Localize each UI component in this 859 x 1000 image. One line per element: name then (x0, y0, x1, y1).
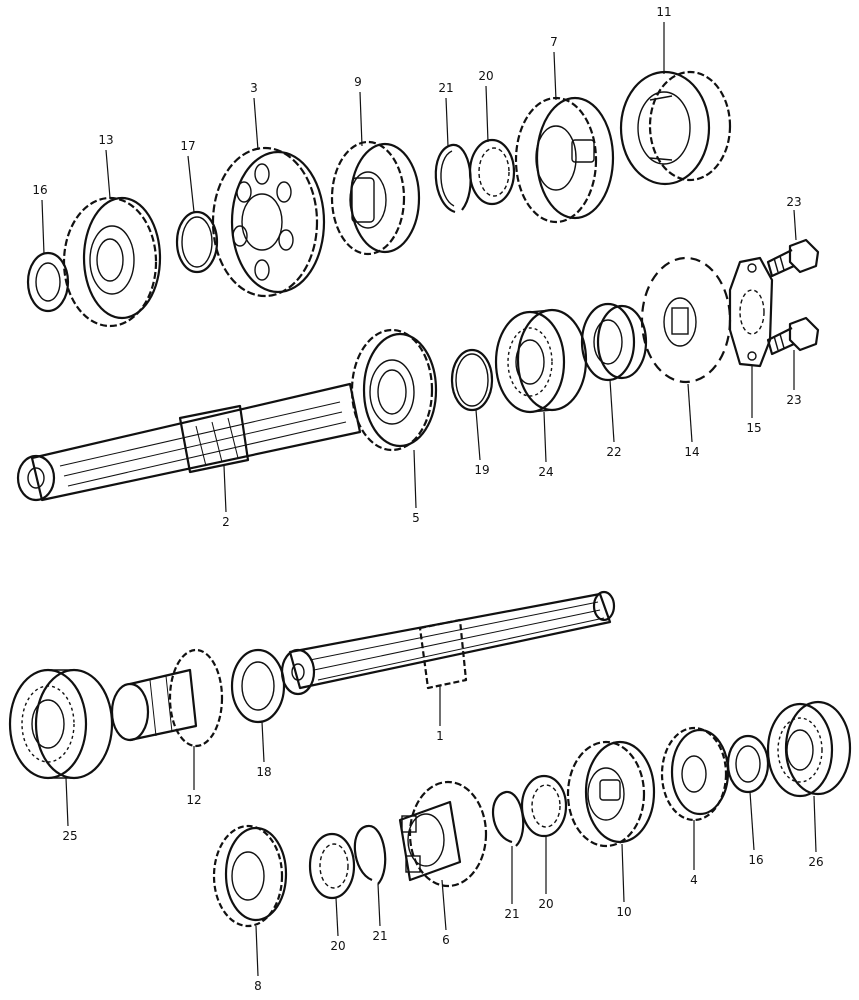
callout-7: 7 (550, 35, 558, 49)
part-6-gear (398, 780, 488, 888)
callout-21: 21 (504, 907, 519, 921)
part-4-gear (660, 726, 730, 822)
part-24-bearing (494, 308, 588, 414)
callout-16: 16 (748, 853, 763, 867)
part-22-oil-seal (580, 302, 648, 382)
part-13-gear (62, 196, 162, 328)
callout-6: 6 (442, 933, 450, 947)
part-3-gear (211, 146, 326, 298)
callout-14: 14 (684, 445, 699, 459)
part-11-gear (619, 70, 732, 186)
callout-22: 22 (606, 445, 621, 459)
part-9-gear (330, 140, 421, 256)
callout-20: 20 (478, 69, 493, 83)
callout-20: 20 (330, 939, 345, 953)
callout-13: 13 (98, 133, 113, 147)
callout-15: 15 (746, 421, 761, 435)
part-15-lock-plate (728, 256, 774, 368)
part-19-ring (450, 348, 494, 412)
callout-26: 26 (808, 855, 823, 869)
part-20-splined-washer-lower-mid (520, 774, 568, 838)
callout-12: 12 (186, 793, 201, 807)
callout-18: 18 (256, 765, 271, 779)
callout-25: 25 (62, 829, 77, 843)
callout-21: 21 (438, 81, 453, 95)
part-12-gear (110, 648, 224, 748)
part-26-bearing (766, 700, 852, 798)
callout-10: 10 (616, 905, 631, 919)
part-21-circlip (434, 143, 472, 214)
part-23-bolt-upper (766, 238, 820, 278)
callout-23: 23 (786, 195, 801, 209)
callout-9: 9 (354, 75, 362, 89)
part-18-washer (230, 648, 286, 724)
callout-labels: 16 13 17 3 9 21 20 7 11 23 23 15 14 22 2… (32, 5, 823, 993)
part-23-bolt-lower (766, 316, 820, 356)
callout-2: 2 (222, 515, 230, 529)
part-21-circlip-lower-mid (492, 790, 525, 847)
part-17-ring (175, 210, 219, 274)
callout-8: 8 (254, 979, 262, 993)
part-21-circlip-lower-left (353, 824, 387, 885)
part-5-gear (350, 328, 438, 452)
leader-lines (41, 22, 817, 977)
part-7-gear (514, 96, 615, 224)
callout-1: 1 (436, 729, 444, 743)
part-20-splined-washer (468, 138, 516, 206)
callout-19: 19 (474, 463, 489, 477)
callout-4: 4 (690, 873, 698, 887)
part-1-mainshaft (280, 590, 616, 696)
callout-21: 21 (372, 929, 387, 943)
part-20-splined-washer-lower-left (308, 832, 356, 900)
callout-17: 17 (180, 139, 195, 153)
part-25-bearing (8, 668, 114, 780)
callout-23: 23 (786, 393, 801, 407)
part-8-gear (212, 824, 288, 928)
part-16-thrust-washer (26, 251, 70, 313)
callout-16: 16 (32, 183, 47, 197)
callout-11: 11 (656, 5, 671, 19)
callout-3: 3 (250, 81, 258, 95)
part-16-thrust-washer-lower (726, 734, 770, 794)
part-10-gear (566, 740, 656, 848)
callout-5: 5 (412, 511, 420, 525)
callout-20: 20 (538, 897, 553, 911)
part-2-countershaft (16, 382, 362, 502)
callout-24: 24 (538, 465, 553, 479)
part-14-sprocket (640, 256, 732, 384)
